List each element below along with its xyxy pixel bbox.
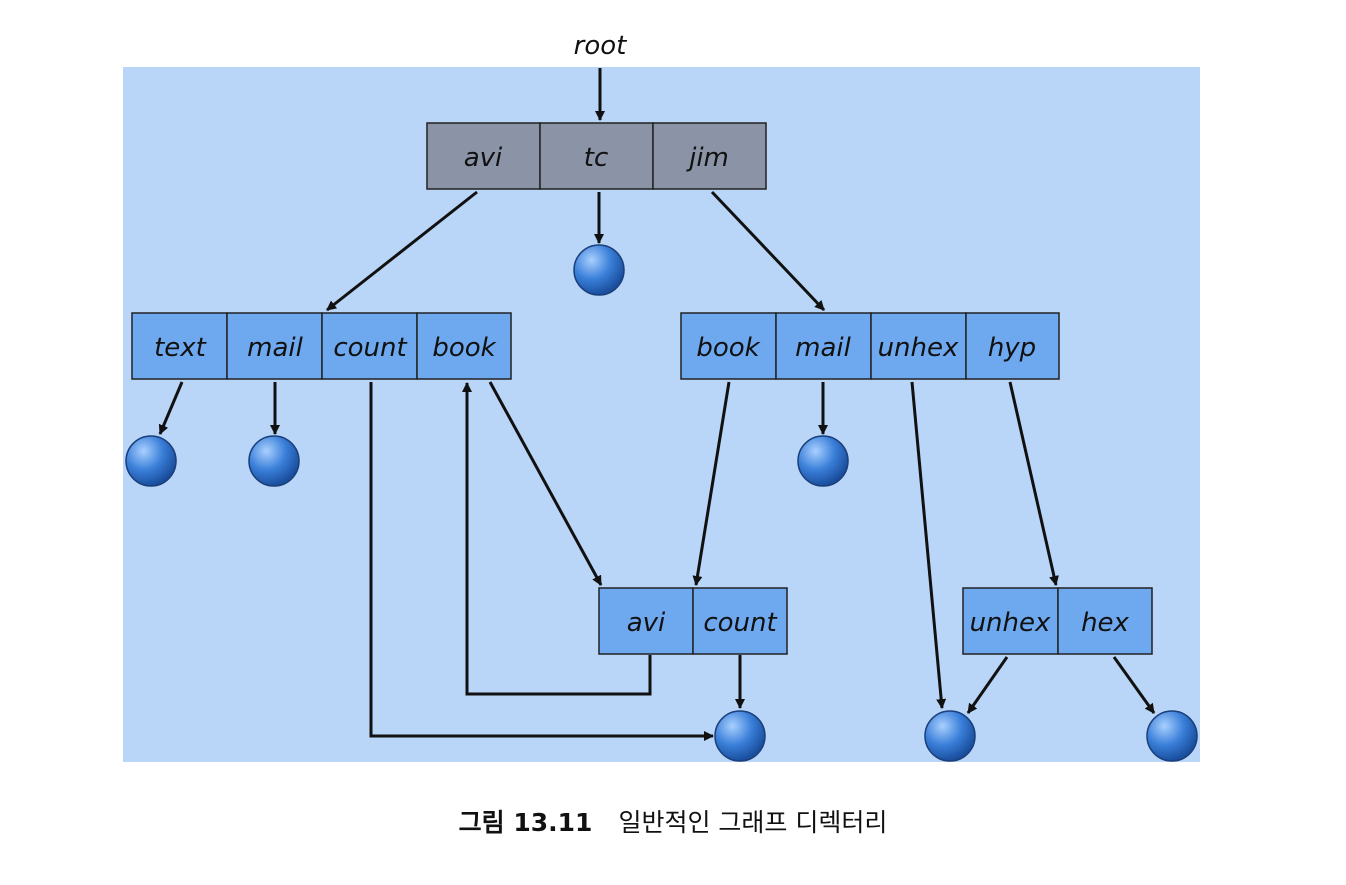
edge-book-left-to-middle <box>488 381 603 586</box>
lower-right-dir-label-hex: hex <box>1081 608 1129 638</box>
edges <box>158 68 1156 741</box>
right-dir-label-book: book <box>696 333 760 363</box>
edge-book-right-to-middle <box>692 381 731 586</box>
edge-unhex-right-to-file <box>910 381 947 709</box>
file-node-count-shared <box>714 710 766 762</box>
top-directory: avi tc jim <box>426 122 767 190</box>
lower-right-dir-cell-hex <box>1057 587 1153 655</box>
top-dir-label-jim: jim <box>686 143 729 173</box>
top-dir-label-tc: tc <box>584 143 609 173</box>
left-dir-cell-mail <box>226 312 323 380</box>
middle-dir-cell-avi <box>598 587 694 655</box>
edge-unhex-lower-to-file <box>966 656 1009 714</box>
file-nodes <box>125 244 1198 762</box>
lower-right-directory: unhex hex <box>962 587 1153 655</box>
file-node-hex <box>1146 710 1198 762</box>
file-node-mail-right <box>797 435 849 487</box>
edge-text-to-file <box>158 381 184 435</box>
right-dir-label-mail: mail <box>795 333 851 363</box>
left-dir-label-text: text <box>154 333 207 363</box>
edge-jim-to-right-dir <box>710 190 826 312</box>
middle-directory: avi count <box>598 587 788 655</box>
middle-dir-label-count: count <box>703 608 777 638</box>
right-directory: book mail unhex hyp <box>680 312 1060 380</box>
figure-caption-label: 그림 13.11 <box>458 808 593 837</box>
left-dir-label-count: count <box>333 333 407 363</box>
edge-hyp-to-lower-right <box>1008 381 1059 586</box>
file-node-text <box>125 435 177 487</box>
top-dir-cell-avi <box>426 122 541 190</box>
lower-right-dir-cell-unhex <box>962 587 1059 655</box>
left-dir-label-book: book <box>432 333 496 363</box>
figure-caption: 그림 13.11 일반적인 그래프 디렉터리 <box>0 803 1346 839</box>
left-dir-label-mail: mail <box>247 333 303 363</box>
lower-right-dir-label-unhex: unhex <box>970 608 1051 638</box>
edge-count-left-to-file <box>369 382 714 741</box>
figure-caption-text: 일반적인 그래프 디렉터리 <box>618 808 888 837</box>
right-dir-cell-mail <box>775 312 872 380</box>
right-dir-label-unhex: unhex <box>878 333 959 363</box>
root-label: root <box>574 31 628 61</box>
left-dir-cell-text <box>131 312 228 380</box>
left-dir-cell-book <box>416 312 512 380</box>
file-node-tc <box>573 244 625 296</box>
graph-directory-diagram: root avi tc jim text mail count book boo… <box>123 31 1200 762</box>
right-dir-cell-hyp <box>965 312 1060 380</box>
edge-hex-to-file <box>1112 656 1156 714</box>
edge-avi-to-left-dir <box>326 190 478 312</box>
top-dir-cell-jim <box>652 122 767 190</box>
top-dir-cell-tc <box>539 122 654 190</box>
middle-dir-cell-count <box>692 587 788 655</box>
edge-avi-middle-to-left-dir <box>462 382 652 696</box>
top-dir-label-avi: avi <box>464 143 503 173</box>
middle-dir-label-avi: avi <box>627 608 666 638</box>
right-dir-cell-book <box>680 312 777 380</box>
file-node-unhex-shared <box>924 710 976 762</box>
file-node-mail-left <box>248 435 300 487</box>
right-dir-label-hyp: hyp <box>988 333 1036 363</box>
left-dir-cell-count <box>321 312 418 380</box>
right-dir-cell-unhex <box>870 312 967 380</box>
left-directory: text mail count book <box>131 312 512 380</box>
